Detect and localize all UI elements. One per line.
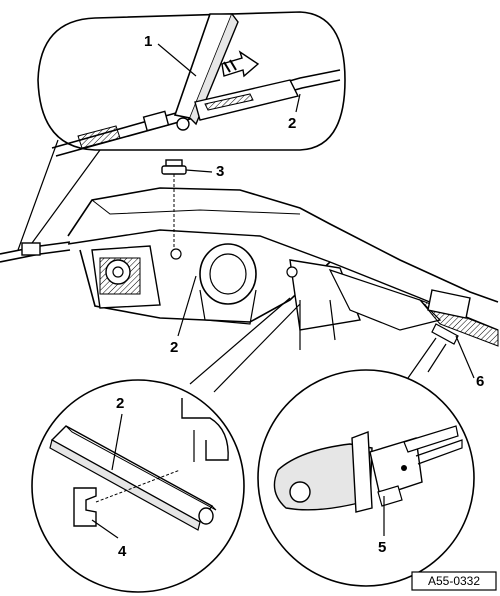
callout-2-left: 2 xyxy=(116,395,124,412)
top-detail-inset xyxy=(37,11,346,157)
callout-1: 1 xyxy=(144,33,152,50)
callout-3: 3 xyxy=(216,163,224,180)
callout-4: 4 xyxy=(118,543,127,560)
reference-code: A55-0332 xyxy=(428,574,480,588)
callout-2-middle: 2 xyxy=(170,339,178,356)
bottom-inset-leader-lines xyxy=(189,297,447,393)
bottom-left-detail-inset xyxy=(31,379,245,593)
gear-motor xyxy=(99,257,141,295)
rubber-grommet xyxy=(161,159,187,248)
mounting-bracket xyxy=(427,289,471,345)
top-inset-leader-lines xyxy=(17,139,101,255)
bottom-right-detail-inset xyxy=(257,369,475,587)
callout-5: 5 xyxy=(378,539,386,556)
lens-reflector xyxy=(199,243,257,325)
headlight-assembly xyxy=(0,187,499,350)
callout-leaders xyxy=(91,43,475,539)
reference-code-box: A55-0332 xyxy=(411,571,497,591)
callout-2-top: 2 xyxy=(288,115,296,132)
callout-6: 6 xyxy=(476,373,484,390)
